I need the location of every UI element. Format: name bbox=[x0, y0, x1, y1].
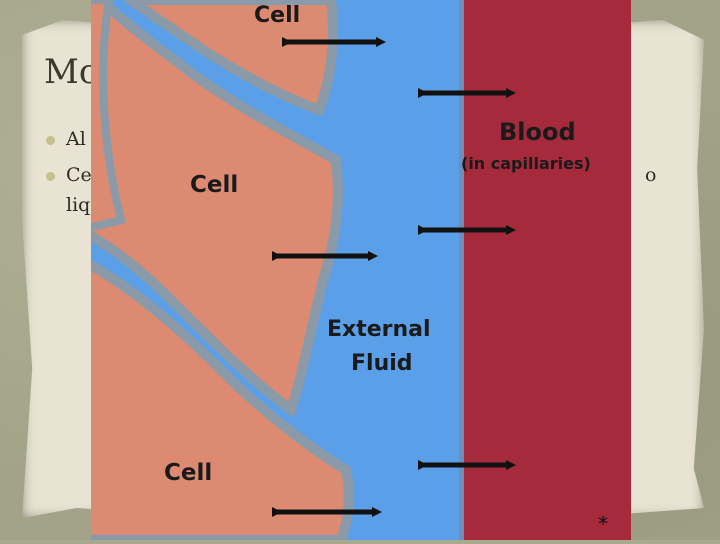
footnote-mark: * bbox=[598, 512, 608, 536]
bullet-dot-icon bbox=[46, 136, 55, 145]
cell-left-sliver bbox=[77, 0, 126, 236]
bullet-text: Ce bbox=[66, 164, 92, 186]
capillary-wall bbox=[459, 0, 464, 540]
bullet-text: Al bbox=[66, 128, 86, 150]
bullet-text-continued: liq bbox=[66, 194, 91, 216]
cell-middle-shape bbox=[76, 0, 343, 419]
label-external: External bbox=[327, 317, 431, 342]
label-blood: Blood bbox=[499, 118, 576, 146]
bullet-dot-icon bbox=[46, 172, 55, 181]
diagram-svg: Cell Cell Cell Blood (in capillaries) Ex… bbox=[76, 0, 631, 544]
cell-fluid-blood-diagram: Cell Cell Cell Blood (in capillaries) Ex… bbox=[76, 0, 631, 544]
bullet-tail-text: o bbox=[645, 164, 657, 186]
cell-top-shape bbox=[122, 0, 338, 117]
label-cell-middle: Cell bbox=[190, 172, 238, 198]
label-fluid: Fluid bbox=[351, 351, 413, 376]
label-cell-bottom: Cell bbox=[164, 460, 212, 486]
blood-capillary-region bbox=[463, 0, 631, 540]
label-cell-top: Cell bbox=[254, 3, 300, 28]
label-blood-sub: (in capillaries) bbox=[461, 154, 591, 173]
